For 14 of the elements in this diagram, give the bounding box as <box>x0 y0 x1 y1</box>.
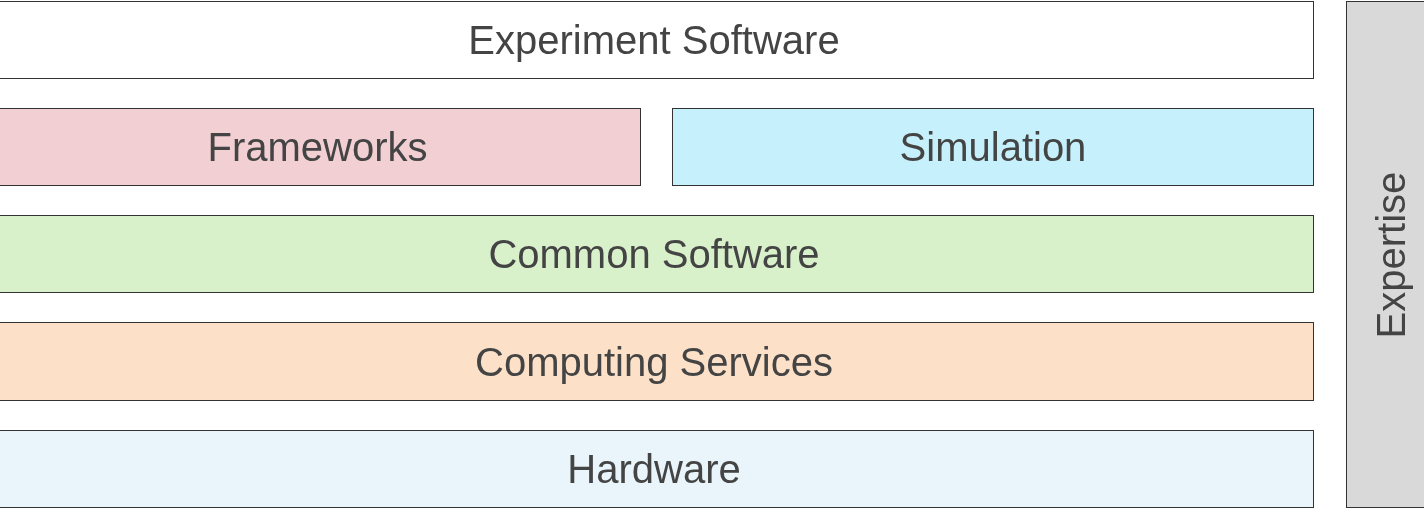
layer-label: Expertise <box>1371 171 1411 338</box>
layer-box <box>0 322 1314 401</box>
layer-box <box>0 430 1314 508</box>
layer-box <box>672 108 1314 186</box>
layer-label: Common Software <box>488 234 820 274</box>
layer-label: Simulation <box>899 127 1087 167</box>
layer-label: Experiment Software <box>468 20 840 60</box>
layer-label: Computing Services <box>475 341 833 382</box>
layer-box <box>0 108 641 186</box>
layer-label: Frameworks <box>207 127 428 167</box>
layer-box <box>0 215 1314 293</box>
layer-label: Hardware <box>567 449 741 489</box>
layer-box <box>0 1 1314 79</box>
side-bar <box>1346 1 1424 508</box>
